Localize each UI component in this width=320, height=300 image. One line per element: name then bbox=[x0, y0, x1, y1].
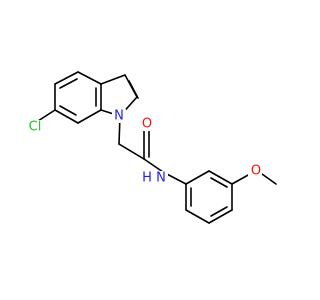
bond bbox=[37, 109, 56, 122]
amide-hydrogen-label: H bbox=[142, 171, 152, 186]
bond bbox=[210, 206, 228, 217]
atom-labels: Cl N O N H O bbox=[28, 109, 262, 186]
bond bbox=[185, 170, 210, 185]
bond bbox=[261, 173, 277, 185]
bond bbox=[59, 78, 78, 89]
amide-nitrogen-label: N bbox=[156, 171, 166, 186]
bond bbox=[128, 80, 139, 99]
molecule-structure: Cl N O N H O bbox=[28, 71, 277, 224]
indole-nitrogen-label: N bbox=[114, 109, 124, 124]
bond bbox=[59, 105, 77, 116]
bond bbox=[77, 71, 102, 85]
bond bbox=[54, 71, 79, 85]
bond bbox=[208, 209, 233, 224]
methoxyphenyl-ring bbox=[185, 170, 233, 224]
bond bbox=[54, 109, 79, 124]
bond bbox=[100, 74, 126, 85]
bond bbox=[210, 177, 228, 188]
chlorine-label: Cl bbox=[29, 120, 42, 135]
bond bbox=[118, 143, 145, 160]
bond bbox=[185, 209, 210, 224]
bond bbox=[208, 170, 233, 185]
bond bbox=[77, 109, 102, 124]
carbonyl-oxygen-label: O bbox=[142, 117, 152, 132]
methoxy-oxygen-label: O bbox=[251, 164, 261, 179]
bond bbox=[143, 158, 164, 173]
bond bbox=[231, 173, 251, 185]
indole-benzene-ring bbox=[54, 71, 102, 124]
